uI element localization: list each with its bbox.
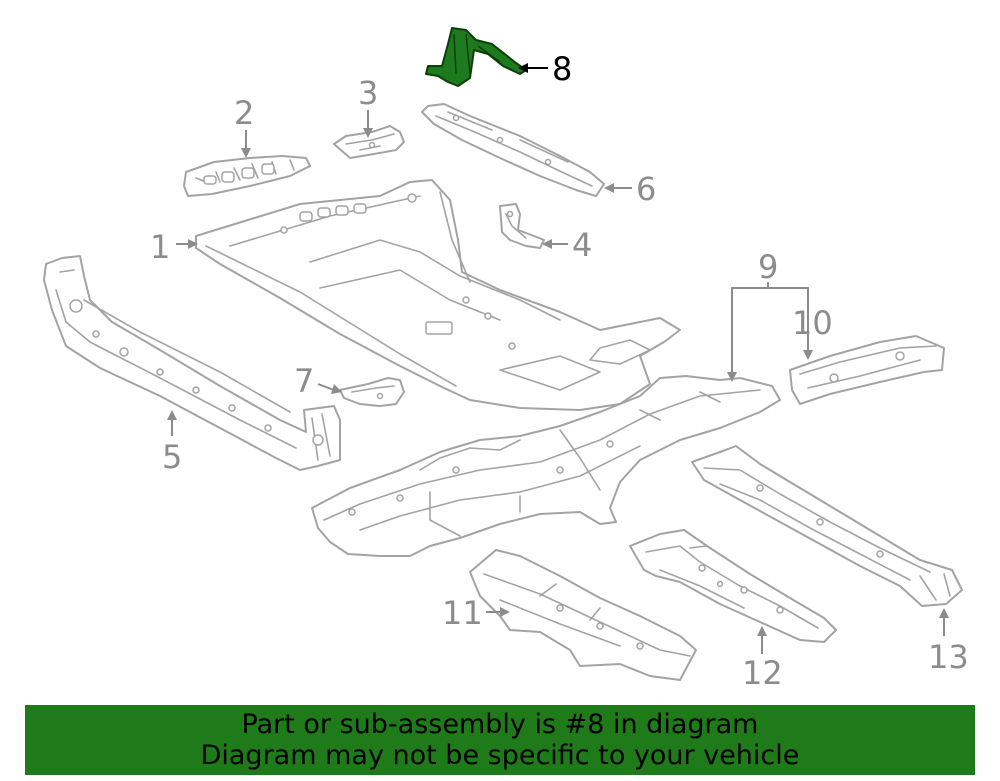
part-9-side-member-frame[interactable]: [311, 375, 781, 557]
callout-3[interactable]: 3: [358, 74, 378, 112]
part-1-floor-pan[interactable]: [195, 179, 681, 411]
parts-diagram: 8 2 3 6 4 1 9 10 7 5 11 12 13: [43, 27, 969, 692]
callout-10[interactable]: 10: [792, 304, 833, 342]
callout-11[interactable]: 11: [442, 594, 483, 632]
callout-12[interactable]: 12: [742, 654, 783, 692]
part-2-shield[interactable]: [183, 155, 311, 197]
leader-lines: [167, 63, 949, 654]
callout-5[interactable]: 5: [162, 438, 182, 476]
callout-6[interactable]: 6: [636, 170, 656, 208]
part-5-rear-member[interactable]: [43, 255, 341, 471]
callout-13[interactable]: 13: [928, 638, 969, 676]
part-8-bracket[interactable]: [425, 27, 527, 87]
part-13-member[interactable]: [691, 445, 963, 607]
banner-line-2: Diagram may not be specific to your vehi…: [200, 740, 800, 771]
part-4-bracket[interactable]: [499, 203, 545, 249]
callout-2[interactable]: 2: [234, 94, 254, 132]
part-10-rail[interactable]: [789, 335, 945, 405]
part-3-bracket[interactable]: [333, 125, 405, 159]
callout-7[interactable]: 7: [294, 362, 314, 400]
part-7-bracket[interactable]: [339, 377, 405, 407]
part-12-member[interactable]: [629, 529, 837, 643]
part-6-cross-member[interactable]: [421, 103, 605, 197]
info-banner: Part or sub-assembly is #8 in diagram Di…: [25, 705, 975, 775]
callout-9[interactable]: 9: [758, 248, 778, 286]
banner-line-1: Part or sub-assembly is #8 in diagram: [241, 709, 759, 740]
callout-numbers: 8 2 3 6 4 1 9 10 7 5 11 12 13: [150, 50, 969, 692]
callout-1[interactable]: 1: [150, 228, 170, 266]
callout-8[interactable]: 8: [552, 50, 572, 88]
callout-4[interactable]: 4: [572, 226, 592, 264]
part-11-member[interactable]: [469, 549, 697, 681]
